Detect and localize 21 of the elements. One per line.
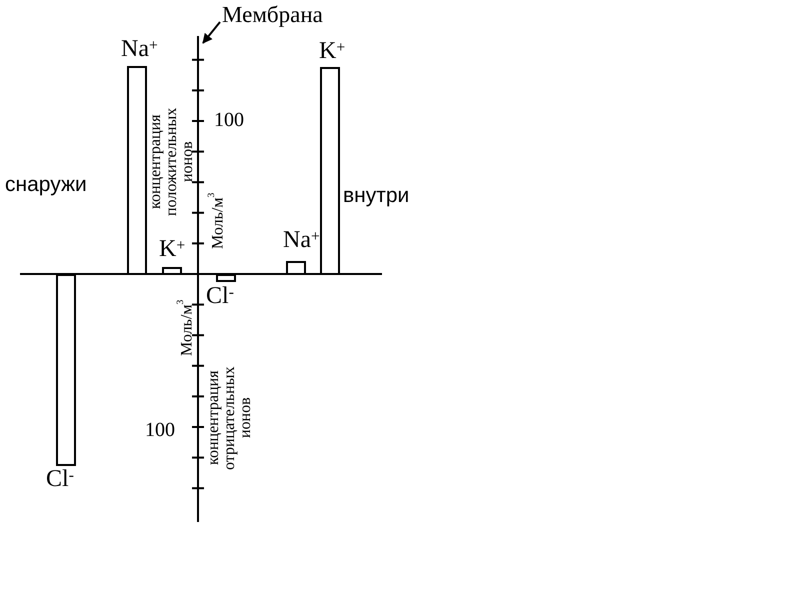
concentration-bar: [320, 67, 340, 275]
concentration-bar: [216, 274, 236, 282]
concentration-bar: [127, 66, 147, 275]
ion-label: Cl$^{-}$: [206, 283, 234, 309]
concentration-bar: [286, 261, 306, 275]
membrane-label: Мембрана: [222, 2, 323, 28]
concentration-bar: [162, 267, 182, 275]
concentration-bar: [56, 274, 76, 466]
tick-value: 100: [145, 419, 175, 442]
ion-label: Na$^{+}$: [283, 227, 320, 253]
ion-label: Na$^{+}$: [121, 36, 158, 62]
axis-title: концентрация положительных ионов: [148, 106, 196, 218]
ion-label: K$^{+}$: [159, 236, 186, 262]
ion-label: K$^{+}$: [319, 38, 346, 64]
side-label: снаружи: [5, 173, 87, 197]
axis-title: концентрация отрицательных ионов: [206, 365, 254, 472]
leader-arrow: [202, 21, 221, 44]
ion-label: Cl$^{-}$: [46, 466, 74, 492]
membrane-axis: [192, 36, 204, 522]
side-label: внутри: [343, 184, 410, 208]
tick-value: 100: [214, 109, 244, 132]
